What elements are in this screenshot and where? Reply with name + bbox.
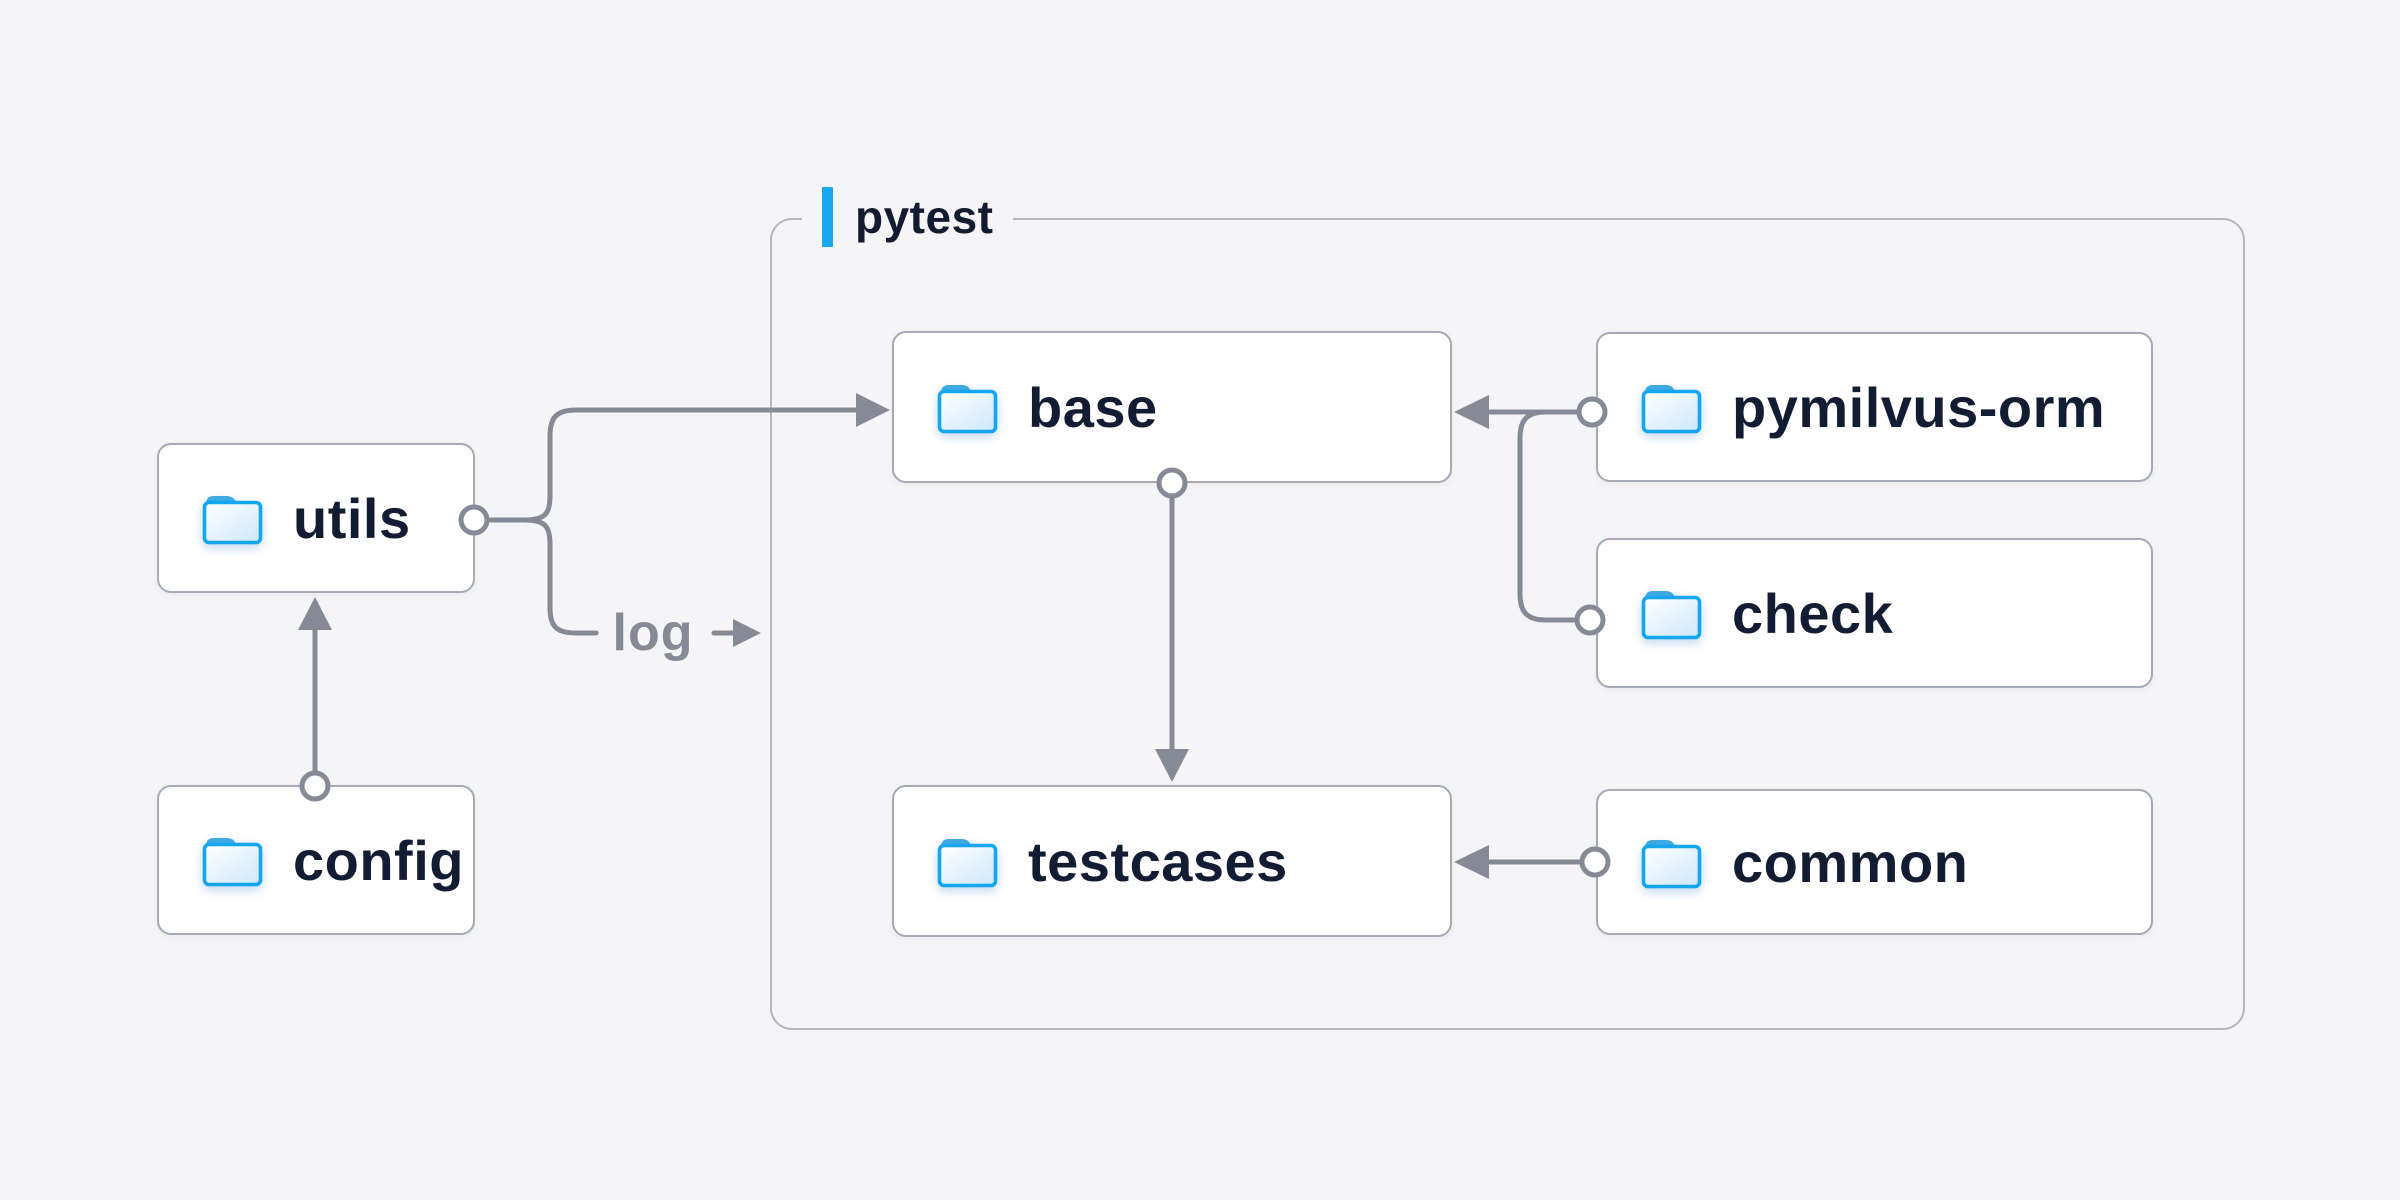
node-config: config — [157, 785, 475, 935]
edge-log-arrow — [711, 619, 761, 647]
folder-icon — [1638, 834, 1704, 890]
edge-config-utils — [298, 597, 332, 802]
pytest-group-label: pytest — [802, 186, 1014, 248]
node-testcases: testcases — [892, 785, 1452, 937]
node-label: base — [1028, 375, 1158, 439]
node-label: config — [293, 828, 464, 892]
node-label: pymilvus-orm — [1732, 375, 2106, 439]
folder-icon — [934, 833, 1000, 889]
node-base: base — [892, 331, 1452, 483]
folder-icon — [199, 490, 265, 546]
node-pymilvus-orm: pymilvus-orm — [1596, 332, 2153, 482]
node-label: common — [1732, 830, 1969, 894]
node-utils: utils — [157, 443, 475, 593]
pytest-group-title: pytest — [855, 191, 994, 243]
folder-icon — [934, 379, 1000, 435]
node-label: utils — [293, 486, 411, 550]
folder-icon — [199, 832, 265, 888]
folder-icon — [1638, 379, 1704, 435]
node-label: testcases — [1028, 829, 1288, 893]
folder-icon — [1638, 585, 1704, 641]
node-check: check — [1596, 538, 2153, 688]
node-common: common — [1596, 789, 2153, 935]
pytest-group-container — [770, 218, 2245, 1030]
edge-label-log: log — [612, 604, 694, 662]
node-label: check — [1732, 581, 1894, 645]
blue-accent-bar — [822, 187, 833, 247]
